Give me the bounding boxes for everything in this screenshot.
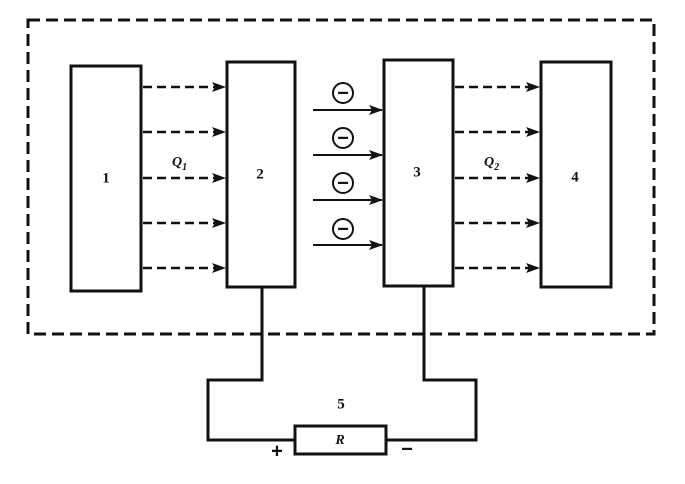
heat-flow-arrows-q1 bbox=[143, 82, 226, 273]
electron-2-symbol: − bbox=[337, 127, 349, 149]
electron-flow-arrows bbox=[313, 105, 383, 250]
block-3-label: 3 bbox=[413, 164, 421, 180]
electron-4: − bbox=[332, 218, 354, 240]
electron-3: − bbox=[332, 172, 354, 194]
block-1-label: 1 bbox=[102, 170, 110, 186]
block-1 bbox=[69, 64, 143, 293]
q2-label: Q2 bbox=[484, 155, 499, 173]
q1-subscript: 1 bbox=[182, 162, 187, 173]
q2-subscript: 2 bbox=[493, 162, 499, 173]
enclosure-boundary bbox=[26, 18, 656, 336]
block-3 bbox=[382, 58, 455, 288]
heat-flow-arrows-q2 bbox=[455, 82, 540, 273]
block-4 bbox=[539, 60, 613, 289]
electron-1: − bbox=[332, 82, 354, 104]
electron-3-symbol: − bbox=[337, 172, 349, 194]
electron-4-symbol: − bbox=[337, 218, 349, 240]
electron-1-symbol: − bbox=[337, 82, 349, 104]
q2-symbol: Q bbox=[484, 155, 494, 170]
resistor bbox=[293, 424, 388, 456]
wire-left bbox=[206, 287, 295, 442]
plus-terminal-label: + bbox=[271, 440, 283, 462]
q1-label: Q1 bbox=[172, 155, 187, 173]
q1-symbol: Q bbox=[172, 155, 182, 170]
load-number-label: 5 bbox=[337, 396, 345, 412]
resistor-label: R bbox=[334, 433, 344, 448]
block-2 bbox=[225, 60, 297, 289]
block-4-label: 4 bbox=[571, 169, 579, 185]
electron-2: − bbox=[332, 127, 354, 149]
wire-right bbox=[386, 286, 478, 442]
block-2-label: 2 bbox=[256, 166, 264, 182]
minus-terminal-label: − bbox=[401, 438, 413, 460]
